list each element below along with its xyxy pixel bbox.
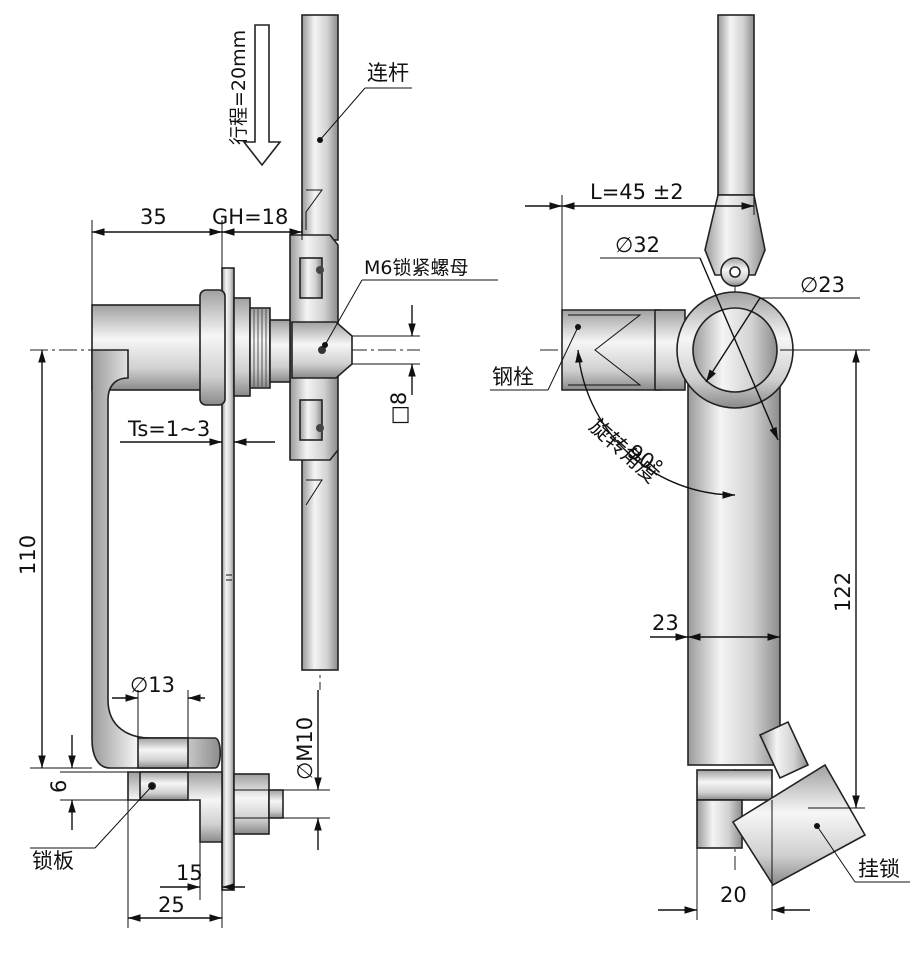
padlock-boss — [137, 737, 189, 769]
side-view: 行程=20mm 35 GH=18 连杆 M6锁紧螺母 □8 Ts=1~3 110 — [16, 14, 498, 928]
link-rod-lower — [301, 449, 339, 671]
dim-15: 15 — [176, 861, 203, 885]
dim-23: 23 — [652, 611, 679, 635]
stroke-label: 行程=20mm — [228, 30, 250, 145]
lock-plate-label: 锁板 — [32, 849, 74, 873]
link-rod-label: 连杆 — [367, 61, 409, 85]
dim-phi-m10: ∅M10 — [293, 717, 317, 780]
dim-25: 25 — [158, 893, 185, 917]
dim-phi23: ∅23 — [800, 273, 845, 297]
link-rod-upper — [301, 14, 339, 241]
dim-phi32: ∅32 — [615, 233, 660, 257]
dim-20: 20 — [720, 883, 747, 907]
dim-phi13: ∅13 — [130, 673, 175, 697]
stroke-arrow-icon — [242, 24, 282, 167]
steel-bolt — [561, 309, 661, 391]
steel-bolt-label: 钢栓 — [492, 365, 534, 389]
handle-arm — [91, 349, 222, 769]
dim-gh: GH=18 — [212, 205, 288, 229]
dim-6: 6 — [47, 780, 71, 793]
m6-nut-label: M6锁紧螺母 — [364, 257, 468, 279]
front-view: L=45 ±2 ∅32 ∅23 钢栓 90° 旋转角度 23 122 20 — [490, 14, 910, 920]
dim-35: 35 — [140, 205, 167, 229]
dim-square-8: □8 — [387, 392, 411, 425]
dim-110: 110 — [16, 535, 40, 575]
padlock — [731, 763, 867, 887]
thread — [249, 307, 271, 389]
m10-nut — [233, 773, 270, 835]
dim-ts: Ts=1~3 — [127, 417, 210, 441]
padlock-label: 挂锁 — [858, 857, 900, 881]
dim-122: 122 — [831, 572, 855, 612]
link-rod-front — [717, 14, 755, 196]
dim-L: L=45 ±2 — [590, 180, 684, 204]
